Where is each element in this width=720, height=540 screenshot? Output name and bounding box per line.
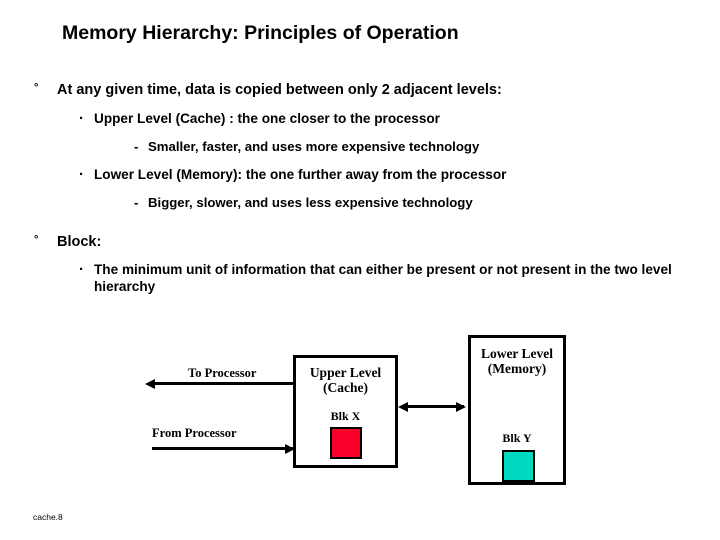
bullet-level3-smaller-faster: - Smaller, faster, and uses more expensi… — [0, 137, 720, 157]
bullet-text: At any given time, data is copied betwee… — [57, 82, 502, 98]
blk-x-label: Blk X — [330, 409, 361, 423]
bullet-level2-lower-level: · Lower Level (Memory): the one further … — [0, 165, 720, 185]
cache-memory-arrowhead-right-icon — [456, 401, 466, 412]
to-processor-arrowhead-icon — [145, 378, 155, 389]
from-processor-arrowhead-icon — [285, 443, 295, 454]
bullet-text: Smaller, faster, and uses more expensive… — [148, 139, 480, 154]
upper-level-title-line2: (Cache) — [323, 380, 368, 395]
from-processor-arrow-line — [152, 447, 294, 450]
bullet-text: Lower Level (Memory): the one further aw… — [94, 167, 507, 182]
cache-memory-arrow-line — [404, 405, 464, 408]
bullet-text: The minimum unit of information that can… — [94, 262, 672, 294]
cache-memory-arrowhead-left-icon — [398, 401, 408, 412]
bullet-list-levels: ° At any given time, data is copied betw… — [0, 80, 720, 221]
bullet-marker-dash-icon: - — [134, 139, 139, 154]
bullet-level1-adjacent-levels: ° At any given time, data is copied betw… — [0, 80, 720, 100]
lower-level-box-title: Lower Level (Memory) — [471, 346, 563, 376]
bullet-list-block: ° Block: · The minimum unit of informati… — [0, 232, 720, 303]
bullet-marker-middot-icon: · — [79, 166, 84, 183]
blk-x-square — [330, 427, 362, 459]
bullet-marker-degree-icon: ° — [34, 82, 39, 94]
bullet-level3-bigger-slower: - Bigger, slower, and uses less expensiv… — [0, 193, 720, 213]
bullet-marker-middot-icon: · — [79, 261, 84, 278]
bullet-text: Upper Level (Cache) : the one closer to … — [94, 111, 440, 126]
to-processor-arrow-line — [152, 382, 294, 385]
lower-level-memory-box: Lower Level (Memory) — [468, 335, 566, 485]
bullet-level1-block: ° Block: — [0, 232, 720, 252]
bullet-text: Block: — [57, 234, 102, 250]
bullet-level2-upper-level: · Upper Level (Cache) : the one closer t… — [0, 109, 720, 129]
upper-level-cache-box: Upper Level (Cache) — [293, 355, 398, 468]
from-processor-label: From Processor — [152, 426, 237, 440]
bullet-level2-minimum-unit: · The minimum unit of information that c… — [0, 261, 720, 295]
lower-level-title-line2: (Memory) — [487, 361, 547, 376]
blk-y-square — [502, 450, 535, 482]
bullet-marker-degree-icon: ° — [34, 234, 39, 246]
slide-footer: cache.8 — [33, 512, 63, 522]
upper-level-box-title: Upper Level (Cache) — [296, 365, 395, 395]
bullet-text: Bigger, slower, and uses less expensive … — [148, 195, 473, 210]
bullet-marker-dash-icon: - — [134, 195, 139, 210]
upper-level-title-line1: Upper Level — [309, 365, 382, 380]
blk-y-label: Blk Y — [502, 431, 532, 445]
bullet-marker-middot-icon: · — [79, 110, 84, 127]
page-title: Memory Hierarchy: Principles of Operatio… — [62, 22, 459, 44]
to-processor-label: To Processor — [188, 366, 257, 380]
lower-level-title-line1: Lower Level — [480, 346, 554, 361]
